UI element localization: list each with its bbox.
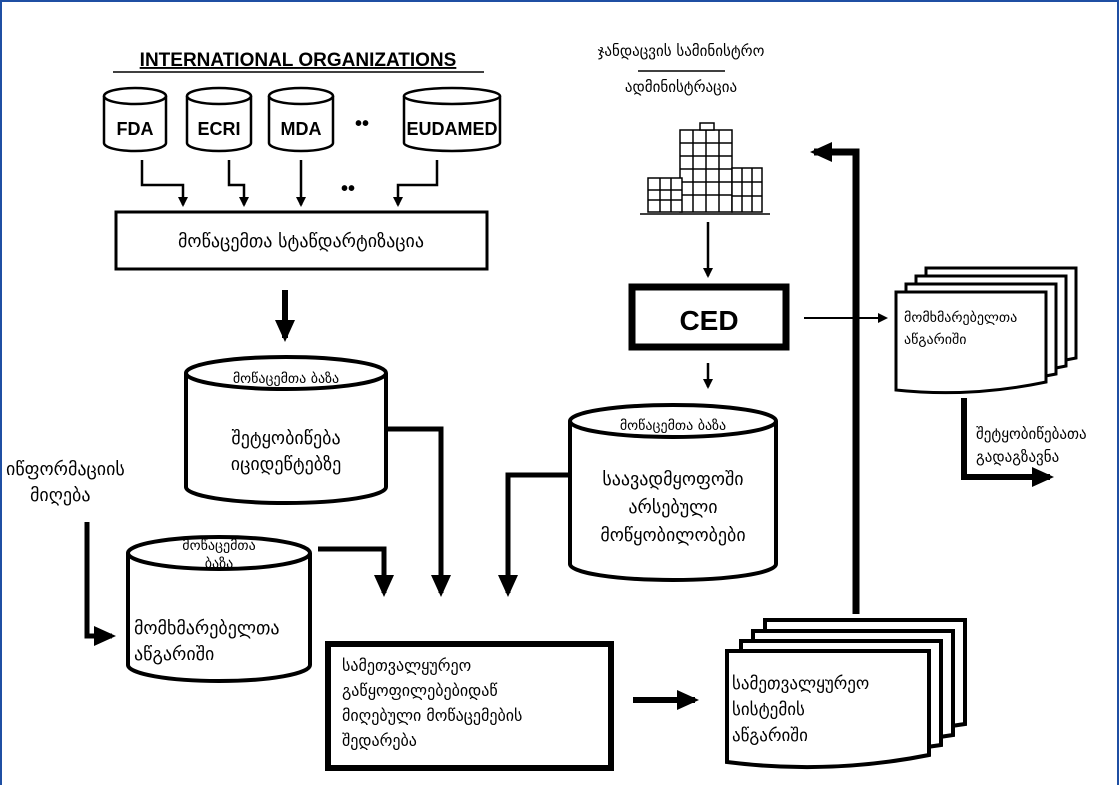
system-report-1: სამეთვალყურეო — [732, 674, 869, 694]
system-report-2: სისტემის — [732, 700, 805, 720]
compare-line-2: გაწყოფილებებიდაწ — [342, 681, 498, 700]
arrow-notify-send — [961, 398, 1054, 487]
system-report-doc: სამეთვალყურეო სისტემის აწგარიში — [725, 618, 967, 770]
arrow-report-to-ministry — [810, 142, 860, 614]
source-eudamed-label: EUDAMED — [406, 119, 497, 139]
db-incidents: მოწაცემთა ბაზა შეტყობიწება იციდეწტებზე — [184, 355, 388, 505]
notify-send-2: გადაგზავნა — [976, 448, 1059, 466]
info-receive-1: იწფორმაციის — [6, 459, 125, 480]
ministry-building-icon — [640, 122, 770, 215]
standardization-label: მოწაცემთა სტაწდარტიზაცია — [178, 231, 424, 252]
info-receive-2: მიღება — [30, 485, 90, 506]
standardization-box — [114, 210, 489, 271]
db-user-reports: მოწაცემთა ბაზა მომხმარებელთა აწგარიში — [126, 535, 312, 683]
db-hospital-devices-text-2: არსებული — [628, 497, 717, 518]
ministry-line-1: ჯანდაცვის სამინისტრო — [598, 42, 765, 60]
user-report-1: მომხმარებელთა — [904, 309, 1017, 326]
source-mda-label: MDA — [281, 119, 322, 139]
source-eudamed: EUDAMED — [402, 86, 502, 153]
notify-send-1: შეტყობიწებათა — [976, 425, 1087, 443]
source-ecri-label: ECRI — [197, 119, 240, 139]
source-fda-label: FDA — [117, 119, 154, 139]
db-hospital-devices-text-1: საავადმყოფოში — [602, 469, 743, 490]
ministry-line-2: ადმინისტრაცია — [625, 78, 737, 96]
source-mda: MDA — [267, 86, 335, 153]
ced-box — [628, 283, 790, 351]
db-user-reports-label-2: ბაზა — [205, 556, 233, 572]
ced-label: CED — [679, 305, 738, 336]
intl-heading: INTERNATIONAL ORGANIZATIONS — [140, 50, 457, 71]
sources-ellipsis: •• — [355, 113, 369, 135]
arrow-info-to-db3 — [84, 522, 116, 646]
db-incidents-label: მოწაცემთა ბაზა — [233, 371, 339, 387]
db-hospital-devices-text-3: მოწყობილობები — [600, 525, 745, 546]
compare-line-3: მიღებული მოწაცემების — [342, 706, 522, 725]
arrows-ellipsis: •• — [341, 178, 355, 200]
user-report-2: აწგარიში — [904, 331, 966, 348]
db-incidents-text-1: შეტყობიწება — [231, 428, 340, 449]
db-hospital-devices-label: მოწაცემთა ბაზა — [620, 418, 726, 434]
db-user-reports-text-1: მომხმარებელთა — [134, 618, 280, 639]
source-ecri: ECRI — [185, 86, 253, 153]
compare-line-4: შედარება — [342, 731, 417, 750]
db-user-reports-label-1: მოწაცემთა — [182, 538, 255, 554]
compare-box — [325, 641, 614, 771]
db-user-reports-text-2: აწგარიში — [134, 644, 214, 665]
db-incidents-text-2: იციდეწტებზე — [231, 454, 341, 475]
user-report-doc: მომხმარებელთა აწგარიში — [894, 266, 1078, 395]
source-fda: FDA — [102, 86, 168, 153]
db-hospital-devices: მოწაცემთა ბაზა საავადმყოფოში არსებული მო… — [568, 403, 778, 582]
compare-line-1: სამეთვალყურეო — [342, 656, 471, 675]
system-report-3: აწგარიში — [732, 726, 808, 746]
source-arrows — [140, 160, 439, 207]
compare-input-arrows — [318, 426, 568, 597]
